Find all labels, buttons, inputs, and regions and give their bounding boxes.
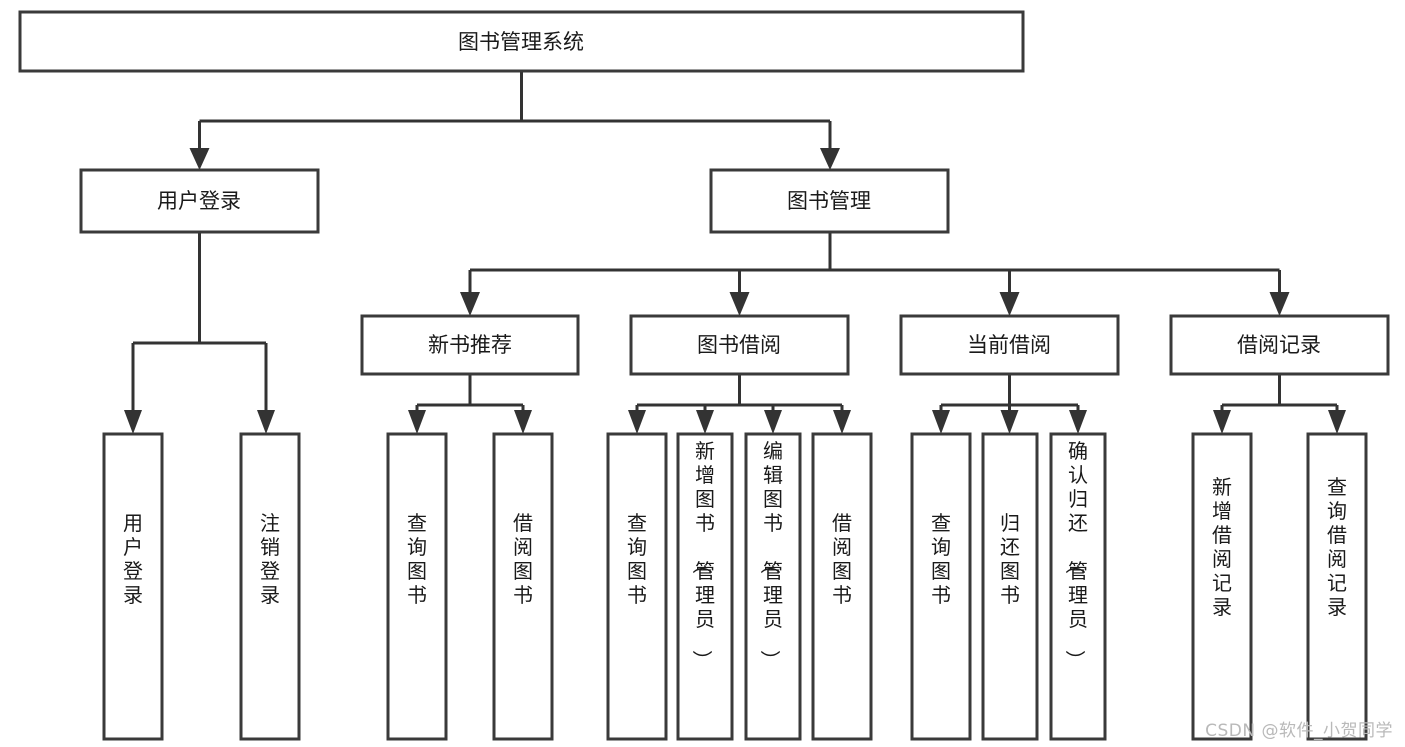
node-book-management-label: 图书管理 (787, 189, 871, 213)
node-leaf-confirm-return-box[interactable] (1049, 432, 1107, 741)
node-leaf-borrow-book-2-box[interactable] (811, 432, 873, 741)
node-borrow-record-label: 借阅记录 (1237, 333, 1321, 357)
node-book-management-box[interactable] (709, 168, 950, 234)
arrow-head-leaf-query-book-2 (628, 410, 646, 434)
arrow-head-user-login (189, 148, 210, 170)
node-leaf-query-book-2-label: 查询图书 (627, 511, 647, 607)
node-leaf-query-record-label: 查询借阅记录 (1327, 475, 1347, 619)
node-leaf-confirm-return-label: 确认归还（管理员） (1063, 439, 1088, 670)
node-user-login-box[interactable] (79, 168, 320, 234)
node-book-borrow-label: 图书借阅 (697, 333, 781, 357)
node-book-borrow[interactable]: 图书借阅 (629, 314, 850, 376)
node-borrow-record[interactable]: 借阅记录 (1169, 314, 1390, 376)
arrow-head-current-borrow (999, 292, 1020, 316)
arrow-head-leaf-borrow-book-2 (833, 410, 851, 434)
arrow-head-leaf-query-book-3 (932, 410, 950, 434)
node-leaf-query-book-1-box[interactable] (386, 432, 448, 741)
node-leaf-confirm-return[interactable]: 确认归还（管理员） (1049, 432, 1107, 741)
arrow-head-leaf-confirm-return (1069, 410, 1087, 434)
node-leaf-query-book-3-label: 查询图书 (931, 511, 951, 607)
node-leaf-query-record-box[interactable] (1306, 432, 1368, 741)
node-book-borrow-box[interactable] (629, 314, 850, 376)
node-leaf-borrow-book-2-label: 借阅图书 (832, 511, 852, 607)
node-leaf-query-book-3[interactable]: 查询图书 (910, 432, 972, 741)
node-new-book-recommend-box[interactable] (360, 314, 580, 376)
node-leaf-edit-book-box[interactable] (744, 432, 802, 741)
arrow-head-leaf-query-book-1 (408, 410, 426, 434)
node-leaf-add-record[interactable]: 新增借阅记录 (1191, 432, 1253, 741)
node-leaf-borrow-book-1[interactable]: 借阅图书 (492, 432, 554, 741)
node-user-login-label: 用户登录 (157, 189, 241, 213)
node-leaf-return-book-box[interactable] (981, 432, 1039, 741)
node-leaf-logout-login-box[interactable] (239, 432, 301, 741)
arrow-head-leaf-return-book (1000, 410, 1019, 434)
node-leaf-add-book[interactable]: 新增图书（管理员） (676, 432, 734, 741)
node-leaf-borrow-book-1-label: 借阅图书 (513, 511, 533, 607)
node-leaf-logout-login[interactable]: 注销登录 (239, 432, 301, 741)
node-user-login[interactable]: 用户登录 (79, 168, 320, 234)
node-current-borrow-label: 当前借阅 (967, 333, 1051, 357)
arrow-head-borrow-record (1269, 292, 1290, 316)
node-leaf-query-book-2[interactable]: 查询图书 (606, 432, 668, 741)
node-leaf-return-book-label: 归还图书 (1000, 511, 1020, 607)
node-leaf-query-book-2-box[interactable] (606, 432, 668, 741)
node-leaf-query-book-1-label: 查询图书 (407, 511, 427, 607)
node-root-label: 图书管理系统 (458, 30, 584, 54)
node-current-borrow-box[interactable] (899, 314, 1120, 376)
arrow-head-leaf-add-record (1213, 410, 1231, 434)
arrow-head-leaf-add-book (696, 410, 714, 434)
node-borrow-record-box[interactable] (1169, 314, 1390, 376)
node-leaf-add-record-label: 新增借阅记录 (1212, 475, 1232, 619)
node-leaf-user-login-label: 用户登录 (123, 511, 143, 607)
node-leaf-add-record-box[interactable] (1191, 432, 1253, 741)
node-leaf-logout-login-label: 注销登录 (260, 511, 280, 607)
node-leaf-borrow-book-2[interactable]: 借阅图书 (811, 432, 873, 741)
arrow-head-leaf-query-record (1328, 410, 1346, 434)
node-new-book-recommend[interactable]: 新书推荐 (360, 314, 580, 376)
node-leaf-edit-book-label: 编辑图书（管理员） (758, 439, 783, 670)
node-leaf-query-record[interactable]: 查询借阅记录 (1306, 432, 1368, 741)
node-new-book-recommend-label: 新书推荐 (428, 333, 512, 357)
node-current-borrow[interactable]: 当前借阅 (899, 314, 1120, 376)
node-leaf-add-book-box[interactable] (676, 432, 734, 741)
node-root[interactable]: 图书管理系统 (18, 10, 1025, 73)
node-leaf-user-login[interactable]: 用户登录 (102, 432, 164, 741)
node-leaf-user-login-box[interactable] (102, 432, 164, 741)
arrow-head-leaf-user-login (124, 410, 142, 434)
arrow-head-leaf-logout-login (257, 410, 275, 434)
connectors (124, 71, 1346, 434)
node-leaf-borrow-book-1-box[interactable] (492, 432, 554, 741)
arrow-head-new-book-recommend (460, 292, 480, 316)
node-leaf-edit-book[interactable]: 编辑图书（管理员） (744, 432, 802, 741)
arrow-head-book-borrow (729, 292, 750, 316)
node-leaf-query-book-3-box[interactable] (910, 432, 972, 741)
arrow-head-leaf-borrow-book-1 (514, 410, 532, 434)
node-root-box[interactable] (18, 10, 1025, 73)
node-book-management[interactable]: 图书管理 (709, 168, 950, 234)
arrow-head-leaf-edit-book (764, 410, 782, 434)
node-leaf-query-book-1[interactable]: 查询图书 (386, 432, 448, 741)
arrow-head-book-management (820, 148, 840, 170)
node-leaf-add-book-label: 新增图书（管理员） (690, 439, 715, 670)
node-leaf-return-book[interactable]: 归还图书 (981, 432, 1039, 741)
